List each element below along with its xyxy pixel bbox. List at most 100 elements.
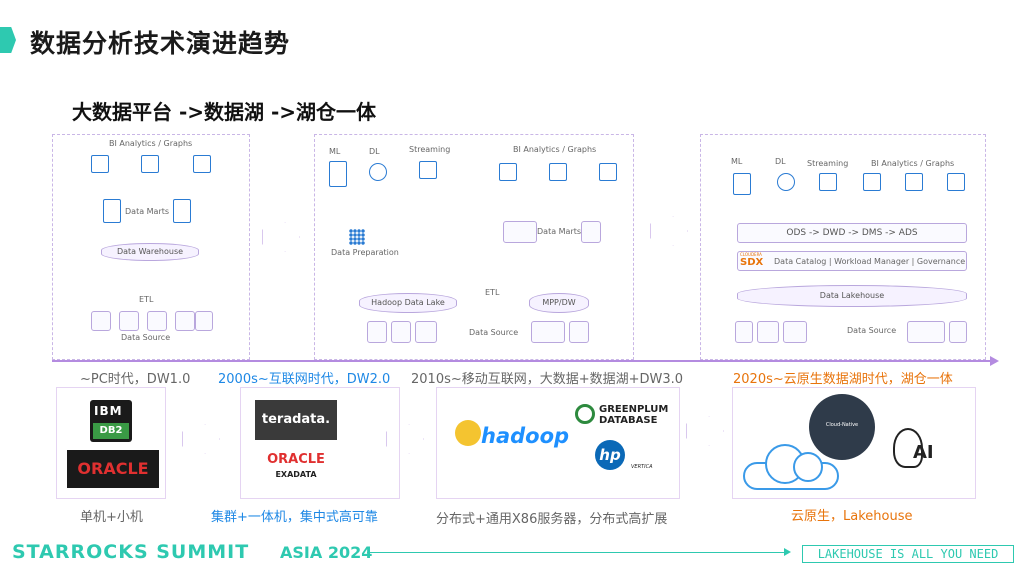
data-prep-icon [349,229,365,245]
ai-head-icon [893,428,923,468]
oracle-text: ORACLE [267,452,325,467]
data-warehouse: Data Warehouse [101,243,199,261]
ml-label: ML [329,147,341,156]
ml-label: ML [731,157,743,166]
dl-label: DL [369,147,380,156]
catalog-label: Data Catalog | Workload Manager | Govern… [774,257,966,266]
hadoop-data-lake: Hadoop Data Lake [359,293,457,313]
caption-2: 集群+一体机，集中式高可靠 [211,510,378,525]
greenplum-icon [575,404,595,424]
etl-label: ETL [139,295,154,304]
source-table [949,321,967,343]
source-table [119,311,139,331]
data-prep-label: Data Preparation [331,248,399,257]
panel-lakehouse: ML DL Streaming BI Analytics / Graphs OD… [700,134,986,360]
source-video [757,321,779,343]
panel-dw3: ML DL Streaming BI Analytics / Graphs Da… [314,134,634,360]
bi-label: BI Analytics / Graphs [513,145,597,154]
data-marts-label: Data Marts [537,227,582,236]
cloud-puff [793,452,823,482]
timeline-arrowhead [990,356,999,366]
chart-icon [141,155,159,173]
table-icon [173,199,191,223]
chart-icon [905,173,923,191]
streaming-label: Streaming [807,159,849,168]
streaming-icon [819,173,837,191]
dl-label: DL [775,157,786,166]
chart-icon [193,155,211,173]
footer-line [367,552,787,553]
timeline-line [52,360,994,362]
footer-arrowhead [784,548,791,556]
source-table [195,311,213,331]
ai-label: AI [913,442,934,463]
vertica-logo: VERTICA [631,464,653,470]
sdx-brand: CLOUDERA [740,252,762,257]
marts-table [581,221,601,243]
chart-icon [947,173,965,191]
greenplum-logo: GREENPLUM DATABASE [599,404,668,426]
oracle-logo: ORACLE [67,450,159,488]
dl-icon [777,173,795,191]
chart-icon [863,173,881,191]
era-label-1: ~PC时代，DW1.0 [80,372,191,387]
source-video [391,321,411,343]
caption-1: 单机+小机 [80,510,143,525]
source-table [907,321,945,343]
source-flow [783,321,807,343]
source-table [569,321,589,343]
data-source-label: Data Source [847,326,897,335]
source-doc [735,321,753,343]
ml-icon [329,161,347,187]
caption-3: 分布式+通用X86服务器，分布式高扩展 [436,512,668,527]
bi-label: BI Analytics / Graphs [871,159,955,168]
data-source-label: Data Source [469,328,519,337]
chart-icon [499,163,517,181]
chart-icon [91,155,109,173]
dl-icon [369,163,387,181]
greenplum-db-text: DATABASE [599,415,658,426]
vendor-box-2: teradata. ORACLE EXADATA [240,387,400,499]
footer-tag: LAKEHOUSE IS ALL YOU NEED [802,545,1014,563]
chart-icon [549,163,567,181]
era-label-2: 2000s~互联网时代，DW2.0 [218,372,391,387]
source-flow [415,321,437,343]
source-table [531,321,565,343]
hadoop-elephant-icon [455,420,481,446]
greenplum-text: GREENPLUM [599,404,669,415]
data-marts-label: Data Marts [125,207,170,216]
vendor-box-3: hadoop GREENPLUM DATABASE hp VERTICA [436,387,680,499]
source-table [91,311,111,331]
panel-arrow [650,216,688,246]
layers-bar: ODS -> DWD -> DMS -> ADS [737,223,967,243]
panel-dw1: BI Analytics / Graphs Data Marts Data Wa… [52,134,250,360]
hadoop-logo: hadoop [481,424,570,448]
source-doc [367,321,387,343]
footer-asia: ASIA 2024 [280,543,373,562]
marts-table [503,221,537,243]
exadata-text: EXADATA [275,470,317,479]
source-table [147,311,167,331]
bi-label: BI Analytics / Graphs [109,139,193,148]
footer-brand: STARROCKS SUMMIT [12,541,250,563]
vendor-box-4: Cloud-Native AI [732,387,976,499]
data-lakehouse: Data Lakehouse [737,285,967,307]
cloud-native-label: Cloud-Native [825,422,859,428]
mpp-dw: MPP/DW [529,293,589,313]
sdx-logo: SDX [740,257,764,268]
panel-arrow [262,222,300,252]
ml-icon [733,173,751,195]
chart-icon [599,163,617,181]
era-label-4: 2020s~云原生数据湖时代，湖仓一体 [733,372,953,387]
page-title: 数据分析技术演进趋势 [30,29,291,58]
vendor-box-1: IBM DB2 ORACLE [56,387,166,499]
vendor-arrow [182,424,220,454]
cloud-native-badge: Cloud-Native [809,394,875,460]
etl-label: ETL [485,288,500,297]
teradata-logo: teradata. [255,400,337,440]
ibm-db2-logo: IBM DB2 [90,400,132,442]
page-subtitle: 大数据平台 ->数据湖 ->湖仓一体 [72,100,377,124]
oracle-exadata-logo: ORACLE EXADATA [255,452,337,486]
cloud-icon [743,442,839,492]
title-accent-bar [0,27,16,53]
